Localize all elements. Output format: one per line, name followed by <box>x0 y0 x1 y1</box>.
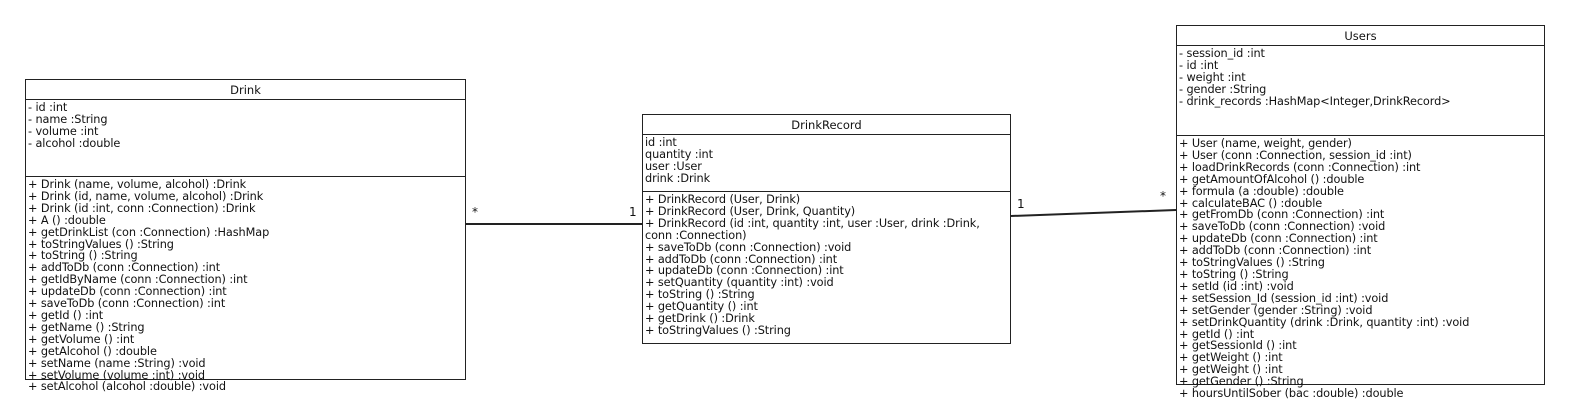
method: + saveToDb (conn :Connection) :void <box>645 240 852 254</box>
class-users[interactable]: Users - session_id :int - id :int - weig… <box>1176 25 1545 399</box>
method: + setDrinkQuantity (drink :Drink, quanti… <box>1179 315 1470 329</box>
method: + Drink (id :int, conn :Connection) :Dri… <box>28 201 256 215</box>
attribute: id :int <box>645 136 677 149</box>
attribute: drink :Drink <box>645 171 711 185</box>
method: + Drink (id, name, volume, alcohol) :Dri… <box>28 189 264 203</box>
method: + getGender () :String <box>1179 375 1304 389</box>
method: + addToDb (conn :Connection) :int <box>645 252 838 266</box>
method: + getWeight () :int <box>1179 351 1283 365</box>
method: + DrinkRecord (User, Drink, Quantity) <box>645 204 856 218</box>
attribute: - weight :int <box>1179 70 1246 84</box>
method: + A () :double <box>28 213 106 227</box>
method: + getAmountOfAlcohol () :double <box>1179 172 1365 186</box>
method: + toStringValues () :String <box>1179 256 1325 270</box>
methods-section: + DrinkRecord (User, Drink) + DrinkRecor… <box>643 192 1010 338</box>
method: + DrinkRecord (id :int, quantity :int, u… <box>645 216 980 242</box>
method: + setSession_Id (session_id :int) :void <box>1179 291 1389 305</box>
method: + updateDb (conn :Connection) :int <box>28 285 227 299</box>
class-title: Users <box>1177 26 1544 46</box>
method: + setAlcohol (alcohol :double) :void <box>28 380 226 394</box>
method: + getId () :int <box>28 308 104 322</box>
association-drinkrecord-users <box>1010 209 1177 217</box>
method: + getWeight () :int <box>1179 363 1283 377</box>
method: + getVolume () :int <box>28 332 135 346</box>
method: + DrinkRecord (User, Drink) <box>645 193 801 206</box>
class-title: Drink <box>26 80 465 100</box>
method: + getFromDb (conn :Connection) :int <box>1179 208 1385 222</box>
attributes-section: id :int quantity :int user :User drink :… <box>643 135 1010 192</box>
method: + addToDb (conn :Connection) :int <box>28 261 221 275</box>
method: + toStringValues () :String <box>645 323 791 337</box>
class-title: DrinkRecord <box>643 115 1010 135</box>
method: + getDrinkList (con :Connection) :HashMa… <box>28 225 270 239</box>
method: + getDrink () :Drink <box>645 312 755 326</box>
attribute: - name :String <box>28 112 108 126</box>
attribute: user :User <box>645 159 702 173</box>
method: + saveToDb (conn :Connection) :void <box>1179 220 1386 234</box>
method: + addToDb (conn :Connection) :int <box>1179 244 1372 258</box>
method: + Drink (name, volume, alcohol) :Drink <box>28 178 247 191</box>
attribute: - id :int <box>1179 58 1219 72</box>
multiplicity-users-end: * <box>1160 189 1166 203</box>
method: + formula (a :double) :double <box>1179 184 1344 198</box>
method: + setId (id :int) :void <box>1179 279 1294 293</box>
method: + setGender (gender :String) :void <box>1179 303 1373 317</box>
multiplicity-drink-end: * <box>472 205 478 219</box>
methods-section: + Drink (name, volume, alcohol) :Drink +… <box>26 177 465 394</box>
attribute: - session_id :int <box>1179 47 1265 60</box>
attribute: - gender :String <box>1179 82 1267 96</box>
multiplicity-drinkrecord-end-left: 1 <box>629 205 637 219</box>
attributes-section: - session_id :int - id :int - weight :in… <box>1177 46 1544 136</box>
method: + hoursUntilSober (bac :double) :double <box>1179 387 1404 401</box>
method: + updateDb (conn :Connection) :int <box>1179 232 1378 246</box>
attributes-section: - id :int - name :String - volume :int -… <box>26 100 465 177</box>
method: + getIdByName (conn :Connection) :int <box>28 273 248 287</box>
attribute: - volume :int <box>28 124 99 138</box>
method: + saveToDb (conn :Connection) :int <box>28 297 226 311</box>
method: + setQuantity (quantity :int) :void <box>645 276 834 290</box>
method: + getName () :String <box>28 320 145 334</box>
method: + getId () :int <box>1179 327 1255 341</box>
method: + calculateBAC () :double <box>1179 196 1323 210</box>
class-drinkrecord[interactable]: DrinkRecord id :int quantity :int user :… <box>642 114 1011 344</box>
method: + loadDrinkRecords (conn :Connection) :i… <box>1179 160 1421 174</box>
method: + setName (name :String) :void <box>28 356 206 370</box>
attribute: - id :int <box>28 101 68 114</box>
class-drink[interactable]: Drink - id :int - name :String - volume … <box>25 79 466 393</box>
method: + setVolume (volume :int) :void <box>28 368 205 382</box>
method: + toString () :String <box>645 288 755 302</box>
method: + User (conn :Connection, session_id :in… <box>1179 148 1412 162</box>
method: + updateDb (conn :Connection) :int <box>645 264 844 278</box>
methods-section: + User (name, weight, gender) + User (co… <box>1177 136 1544 401</box>
attribute: - drink_records :HashMap<Integer,DrinkRe… <box>1179 94 1451 108</box>
method: + getQuantity () :int <box>645 300 758 314</box>
attribute: - alcohol :double <box>28 136 121 150</box>
method: + User (name, weight, gender) <box>1179 137 1352 150</box>
method: + getAlcohol () :double <box>28 344 157 358</box>
method: + toStringValues () :String <box>28 237 174 251</box>
multiplicity-drinkrecord-end-right: 1 <box>1017 197 1025 211</box>
attribute: quantity :int <box>645 147 713 161</box>
method: + toString () :String <box>1179 267 1289 281</box>
method: + getSessionId () :int <box>1179 339 1297 353</box>
method: + toString () :String <box>28 249 138 263</box>
